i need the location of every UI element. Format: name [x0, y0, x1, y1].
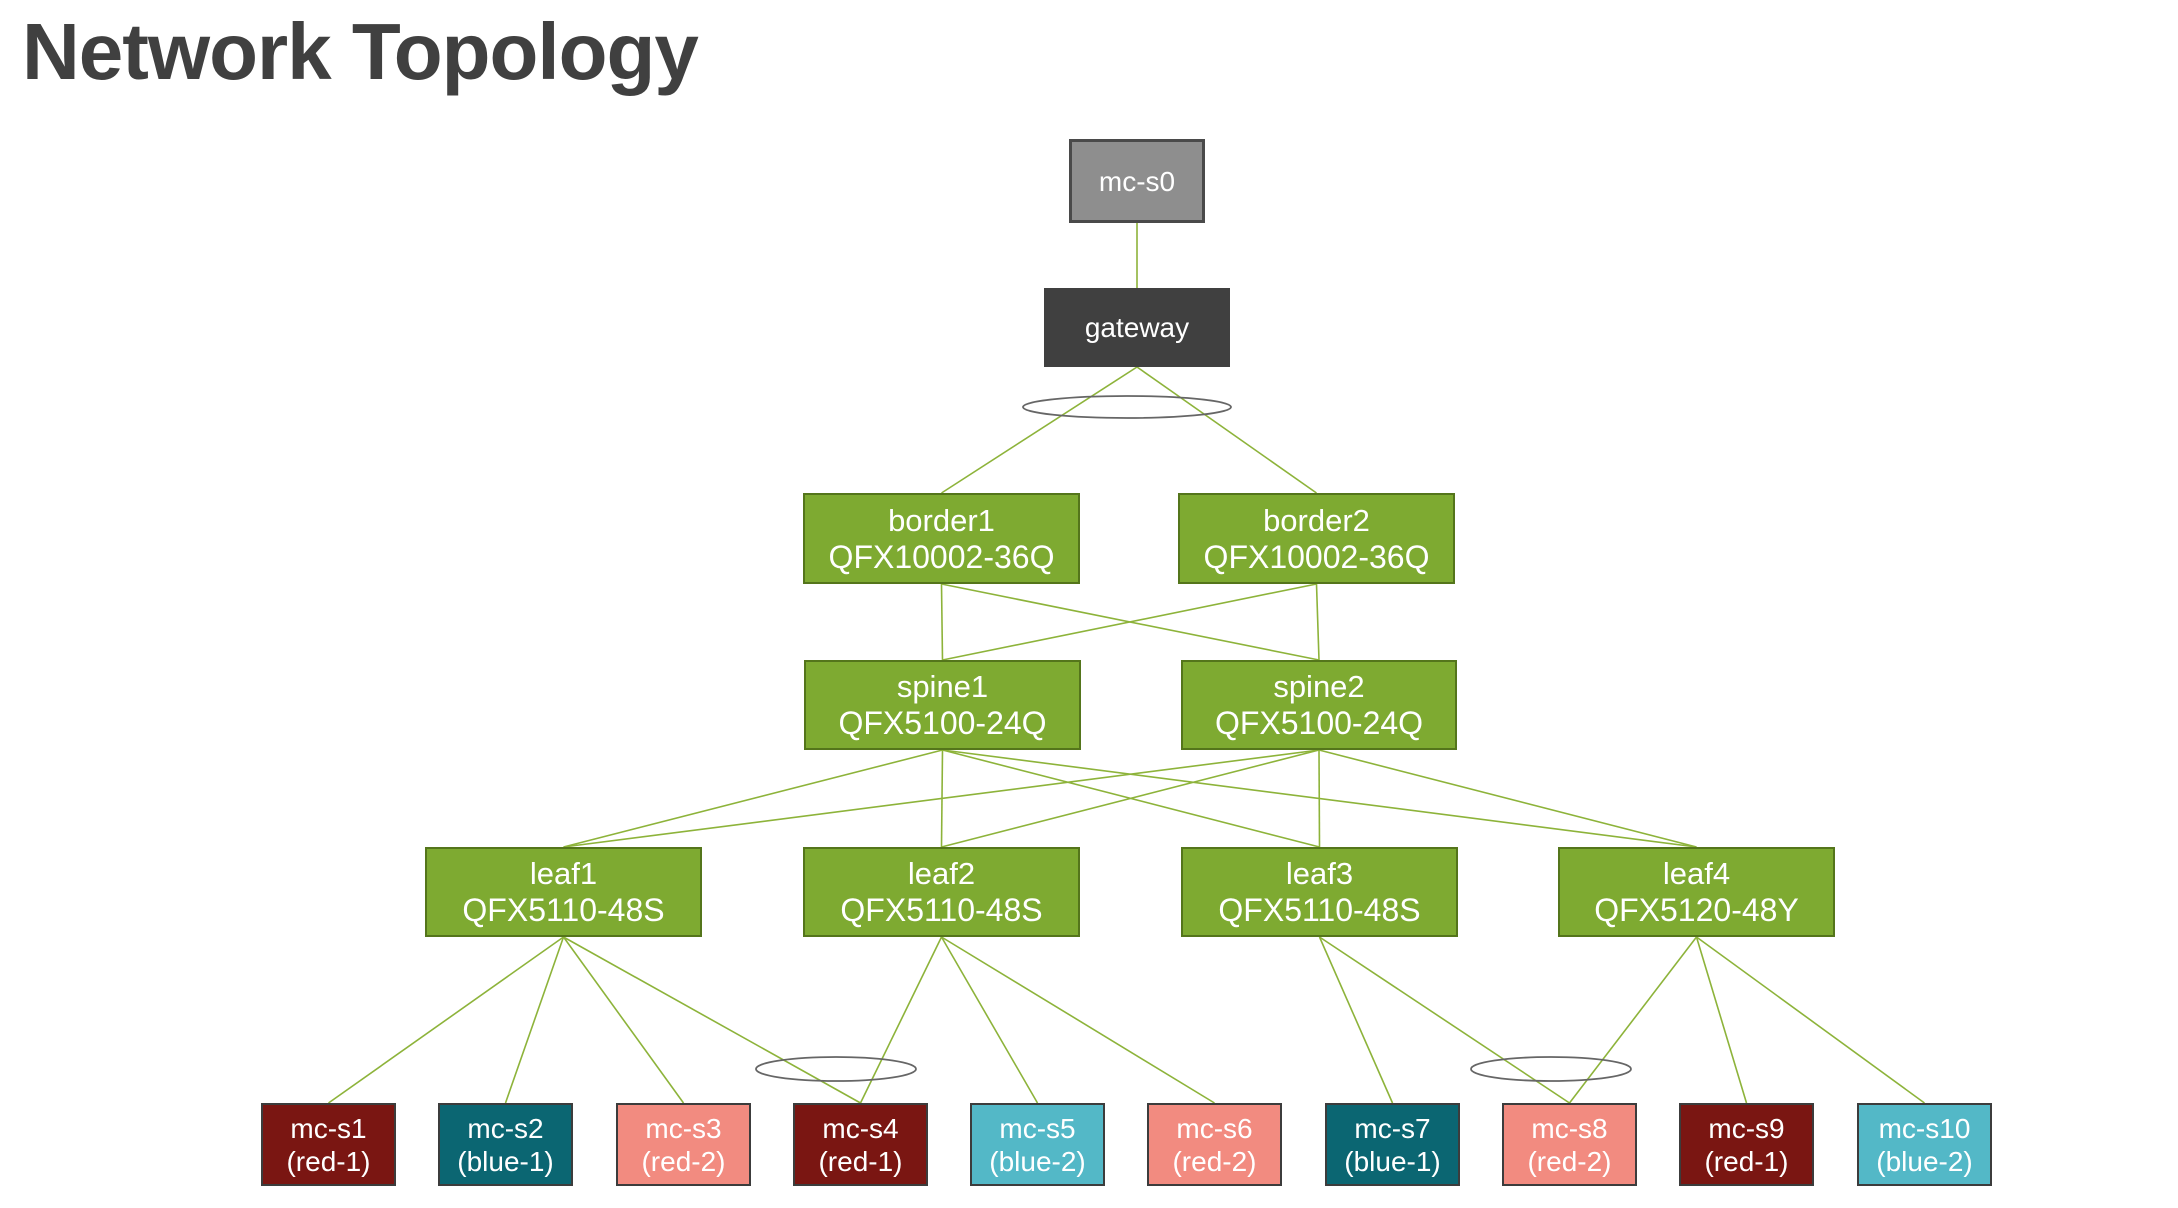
link-leaf1-to-mc-s4: [563, 936, 861, 1104]
link-spine2-to-leaf1: [563, 749, 1320, 848]
node-mc-s6[interactable]: mc-s6(red-2): [1147, 1103, 1282, 1186]
node-mc-s0[interactable]: mc-s0: [1069, 139, 1205, 223]
link-leaf3-to-mc-s7: [1318, 936, 1394, 1104]
node-model-label: QFX5110-48S: [1218, 892, 1421, 928]
node-mc-s9[interactable]: mc-s9(red-1): [1679, 1103, 1814, 1186]
node-label: leaf4: [1662, 856, 1731, 891]
node-label: border1: [888, 502, 995, 538]
link-leaf4-to-mc-s9: [1695, 936, 1748, 1104]
link-border1-to-spine1: [940, 583, 944, 661]
node-label: mc-s5: [999, 1112, 1076, 1144]
link-leaf2-to-mc-s5: [940, 936, 1039, 1104]
lag-ring-leaf3-leaf4: [1470, 1056, 1632, 1082]
node-label: leaf2: [907, 856, 976, 891]
node-label: mc-s1: [290, 1112, 367, 1144]
page-title: Network Topology: [22, 7, 699, 96]
node-label: leaf3: [1285, 856, 1354, 891]
node-model-label: QFX5100-24Q: [1214, 705, 1424, 741]
node-mc-s1[interactable]: mc-s1(red-1): [261, 1103, 396, 1186]
lag-ring-border1-border2: [1022, 395, 1232, 419]
node-mc-s3[interactable]: mc-s3(red-2): [616, 1103, 751, 1186]
node-model-label: QFX10002-36Q: [828, 538, 1055, 575]
link-leaf2-to-mc-s6: [941, 936, 1215, 1104]
node-model-label: QFX10002-36Q: [1203, 538, 1430, 575]
link-gateway-to-border1: [941, 366, 1138, 494]
node-group-label: (blue-2): [989, 1145, 1086, 1177]
node-group-label: (red-1): [818, 1145, 903, 1177]
node-group-label: (red-1): [286, 1145, 371, 1177]
node-model-label: QFX5110-48S: [840, 892, 1043, 928]
node-label: mc-s4: [822, 1112, 899, 1144]
node-label: mc-s7: [1354, 1112, 1431, 1144]
link-leaf4-to-mc-s8: [1568, 936, 1698, 1104]
node-group-label: (red-2): [1172, 1145, 1257, 1177]
link-leaf2-to-mc-s4: [859, 936, 943, 1104]
link-spine2-to-leaf4: [1318, 749, 1697, 848]
node-label: leaf1: [529, 856, 598, 891]
node-label: mc-s2: [467, 1112, 544, 1144]
node-label: mc-s8: [1531, 1112, 1608, 1144]
lag-ring-leaf1-leaf2: [755, 1056, 917, 1082]
node-label: mc-s3: [645, 1112, 722, 1144]
link-leaf1-to-mc-s1: [328, 936, 564, 1104]
link-border2-to-spine1: [942, 583, 1317, 661]
node-group-label: (red-2): [1527, 1145, 1612, 1177]
node-label: gateway: [1084, 312, 1190, 343]
link-border2-to-spine2: [1315, 583, 1320, 661]
link-spine2-to-leaf3: [1318, 749, 1321, 848]
node-label: mc-s10: [1878, 1112, 1971, 1144]
node-label: mc-s0: [1098, 165, 1176, 197]
node-mc-s10[interactable]: mc-s10(blue-2): [1857, 1103, 1992, 1186]
node-label: mc-s6: [1176, 1112, 1253, 1144]
node-group-label: (blue-2): [1876, 1145, 1973, 1177]
link-spine1-to-leaf1: [563, 749, 943, 848]
node-mc-s4[interactable]: mc-s4(red-1): [793, 1103, 928, 1186]
link-leaf3-to-mc-s8: [1319, 936, 1570, 1104]
link-leaf4-to-mc-s10: [1696, 936, 1925, 1104]
node-mc-s5[interactable]: mc-s5(blue-2): [970, 1103, 1105, 1186]
node-model-label: QFX5120-48Y: [1594, 892, 1799, 928]
node-group-label: (red-1): [1704, 1145, 1789, 1177]
node-group-label: (blue-1): [457, 1145, 554, 1177]
node-mc-s8[interactable]: mc-s8(red-2): [1502, 1103, 1637, 1186]
node-label: spine2: [1273, 669, 1365, 704]
link-spine2-to-leaf2: [941, 749, 1320, 848]
node-gateway[interactable]: gateway: [1044, 288, 1230, 367]
node-mc-s7[interactable]: mc-s7(blue-1): [1325, 1103, 1460, 1186]
node-label: mc-s9: [1708, 1112, 1785, 1144]
node-label: spine1: [896, 669, 989, 704]
link-gateway-to-border2: [1136, 366, 1317, 494]
node-model-label: QFX5110-48S: [462, 892, 665, 928]
node-model-label: QFX5100-24Q: [838, 705, 1047, 741]
node-label: border2: [1263, 502, 1370, 538]
node-group-label: (blue-1): [1344, 1145, 1441, 1177]
link-leaf1-to-mc-s3: [562, 936, 685, 1104]
node-group-label: (red-2): [641, 1145, 726, 1177]
node-mc-s2[interactable]: mc-s2(blue-1): [438, 1103, 573, 1186]
link-leaf1-to-mc-s2: [504, 936, 565, 1104]
